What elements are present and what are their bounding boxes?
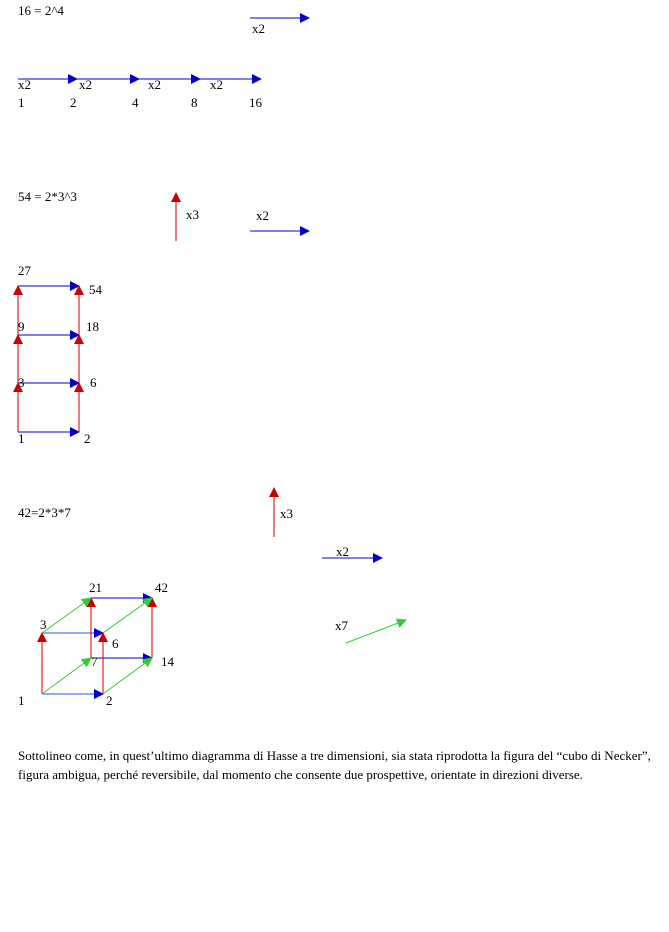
legend-label-x3: x3 — [280, 506, 293, 521]
legend-arrow-x7 — [345, 618, 407, 644]
node-label: 8 — [191, 95, 198, 110]
node-label: 14 — [161, 654, 175, 669]
step-label-x2: x2 — [210, 77, 223, 92]
node-label: 54 — [89, 282, 103, 297]
node-label: 3 — [40, 617, 47, 632]
node-label: 7 — [91, 654, 98, 669]
edge-1-7 — [41, 657, 92, 695]
legend-label-x2: x2 — [256, 208, 269, 223]
legend-label-x3: x3 — [186, 207, 199, 222]
node-label: 9 — [18, 319, 25, 334]
step-label-x2: x2 — [79, 77, 92, 92]
node-label: 4 — [132, 95, 139, 110]
node-label: 1 — [18, 693, 25, 708]
node-label: 6 — [112, 636, 119, 651]
diagram-54: 54 = 2*3^3 x3 x2 1 2 3 6 9 18 27 54 — [13, 189, 310, 446]
node-label: 2 — [70, 95, 77, 110]
node-label: 1 — [18, 431, 25, 446]
edge-6-42 — [102, 597, 153, 634]
node-label: 16 — [249, 95, 263, 110]
legend-label-x2: x2 — [252, 21, 265, 36]
node-label: 2 — [106, 693, 113, 708]
edge-3-21 — [41, 597, 92, 634]
edge-2-14 — [102, 657, 153, 695]
diagram-42: 42=2*3*7 x3 x2 x7 1 2 3 6 7 14 21 42 — [18, 487, 407, 708]
node-label: 18 — [86, 319, 99, 334]
legend-label-x2: x2 — [336, 544, 349, 559]
equation-16: 16 = 2^4 — [18, 3, 64, 18]
equation-54: 54 = 2*3^3 — [18, 189, 77, 204]
step-label-x2: x2 — [148, 77, 161, 92]
node-label: 1 — [18, 95, 25, 110]
equation-42: 42=2*3*7 — [18, 505, 71, 520]
node-label: 21 — [89, 580, 102, 595]
diagram-16: 16 = 2^4 x2 x2 x2 x2 x2 1 2 4 8 16 — [18, 3, 310, 110]
commentary-paragraph: Sottolineo come, in quest’ultimo diagram… — [18, 748, 651, 782]
step-label-x2: x2 — [18, 77, 31, 92]
node-label: 3 — [18, 375, 25, 390]
node-label: 6 — [90, 375, 97, 390]
legend-label-x7: x7 — [335, 618, 349, 633]
node-label: 2 — [84, 431, 91, 446]
node-label: 27 — [18, 263, 32, 278]
node-label: 42 — [155, 580, 168, 595]
